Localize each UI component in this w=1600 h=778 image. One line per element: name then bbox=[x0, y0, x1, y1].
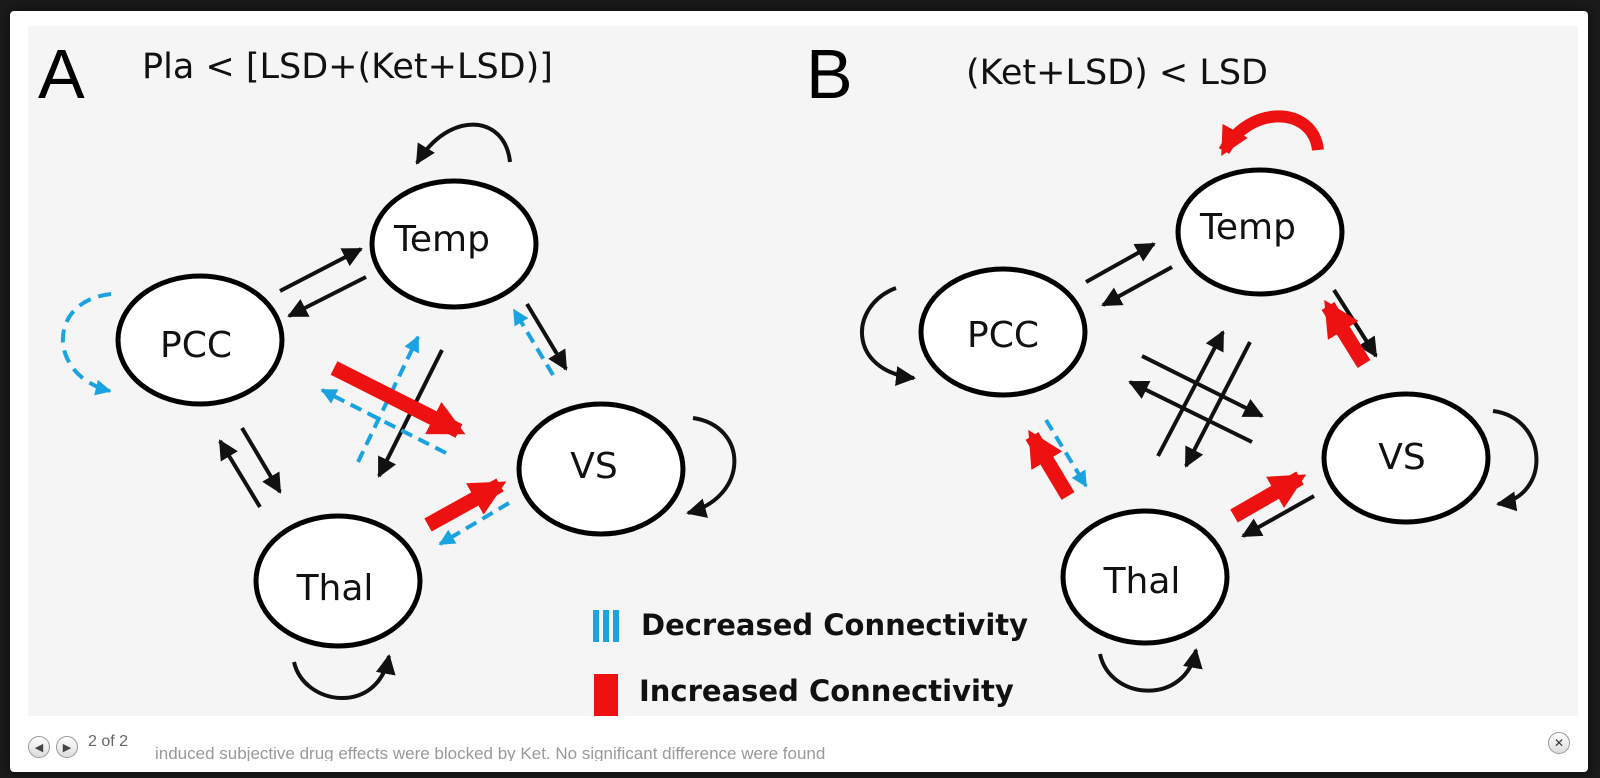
panel-a-letter: A bbox=[38, 35, 85, 113]
node-pcc-a: PCC bbox=[115, 273, 285, 407]
temp-self-loop-increased bbox=[1218, 110, 1324, 157]
thal-to-temp-arrow bbox=[1156, 330, 1225, 457]
node-temp-b: Temp bbox=[1175, 167, 1345, 297]
arrow-right-icon: ▶ bbox=[62, 740, 72, 754]
svg-text:Thal: Thal bbox=[296, 568, 374, 609]
vs-to-pcc-decreased bbox=[320, 388, 447, 455]
panel-b: B (Ket+LSD) < LSD bbox=[806, 35, 1539, 693]
svg-text:Temp: Temp bbox=[1199, 207, 1296, 248]
svg-text:Temp: Temp bbox=[393, 219, 490, 260]
thal-to-temp-decreased bbox=[356, 335, 420, 463]
thal-self-loop bbox=[292, 654, 396, 700]
panel-b-title: (Ket+LSD) < LSD bbox=[966, 53, 1268, 93]
temp-to-pcc-arrow bbox=[1101, 265, 1173, 307]
close-icon: ✕ bbox=[1553, 736, 1565, 750]
svg-text:PCC: PCC bbox=[967, 315, 1039, 356]
thal-to-vs-increased bbox=[1230, 471, 1307, 523]
image-counter: 2 of 2 bbox=[88, 733, 129, 750]
previous-button[interactable]: ◀ bbox=[28, 736, 50, 758]
pcc-to-thal-arrow bbox=[240, 426, 282, 494]
vs-to-thal-decreased bbox=[438, 501, 511, 546]
temp-to-pcc-arrow bbox=[287, 275, 367, 318]
vs-self-loop bbox=[1492, 409, 1539, 512]
pcc-to-vs-increased bbox=[330, 361, 466, 438]
temp-to-thal-arrow bbox=[1184, 341, 1252, 468]
pcc-self-loop bbox=[860, 286, 916, 387]
next-button[interactable]: ▶ bbox=[56, 736, 78, 758]
lightbox-window: A Pla < [LSD+(Ket+LSD)] bbox=[10, 11, 1588, 772]
legend-increased-swatch bbox=[594, 674, 618, 716]
node-thal-a: Thal bbox=[253, 513, 423, 649]
svg-text:VS: VS bbox=[570, 446, 617, 487]
vs-to-temp-decreased bbox=[512, 308, 555, 377]
pcc-self-loop-decreased bbox=[61, 292, 112, 396]
temp-to-vs-arrow bbox=[525, 302, 568, 371]
thal-to-pcc-increased bbox=[1025, 429, 1075, 500]
close-button[interactable]: ✕ bbox=[1548, 732, 1570, 754]
panel-a-title: Pla < [LSD+(Ket+LSD)] bbox=[142, 47, 553, 87]
vs-self-loop bbox=[686, 416, 737, 518]
node-temp-a: Temp bbox=[369, 178, 539, 310]
caption-text-behind: induced subjective drug effects were blo… bbox=[155, 744, 826, 761]
legend-decreased-swatch bbox=[593, 610, 619, 642]
thal-self-loop bbox=[1098, 648, 1203, 693]
vs-to-thal-arrow bbox=[1241, 494, 1315, 538]
node-vs-a: VS bbox=[516, 401, 686, 537]
thal-to-vs-increased bbox=[424, 478, 507, 532]
panel-b-letter: B bbox=[806, 35, 853, 113]
panel-a: A Pla < [LSD+(Ket+LSD)] bbox=[38, 35, 737, 700]
pcc-to-temp-arrow bbox=[279, 247, 363, 293]
arrow-left-icon: ◀ bbox=[34, 740, 44, 754]
vs-to-pcc-arrow bbox=[1128, 380, 1253, 444]
lightbox-navigation: ◀ ▶ 2 of 2 bbox=[28, 732, 128, 762]
node-thal-b: Thal bbox=[1060, 508, 1230, 646]
legend-decreased-label: Decreased Connectivity bbox=[641, 608, 1028, 642]
svg-text:VS: VS bbox=[1378, 437, 1425, 478]
connectivity-figure: A Pla < [LSD+(Ket+LSD)] bbox=[28, 26, 1578, 716]
node-pcc-b: PCC bbox=[918, 266, 1088, 398]
thal-to-pcc-arrow bbox=[218, 439, 262, 509]
svg-text:Thal: Thal bbox=[1103, 561, 1181, 602]
pcc-to-temp-arrow bbox=[1085, 242, 1156, 284]
legend-increased-label: Increased Connectivity bbox=[639, 674, 1014, 708]
node-vs-b: VS bbox=[1321, 391, 1491, 525]
figure-canvas: A Pla < [LSD+(Ket+LSD)] bbox=[38, 35, 1539, 716]
temp-self-loop bbox=[415, 122, 512, 165]
legend: Decreased Connectivity Increased Connect… bbox=[593, 608, 1028, 716]
svg-text:PCC: PCC bbox=[160, 325, 232, 366]
vs-to-temp-increased bbox=[1321, 299, 1371, 368]
pcc-to-vs-arrow bbox=[1141, 354, 1264, 418]
pcc-to-thal-decreased bbox=[1044, 418, 1088, 488]
